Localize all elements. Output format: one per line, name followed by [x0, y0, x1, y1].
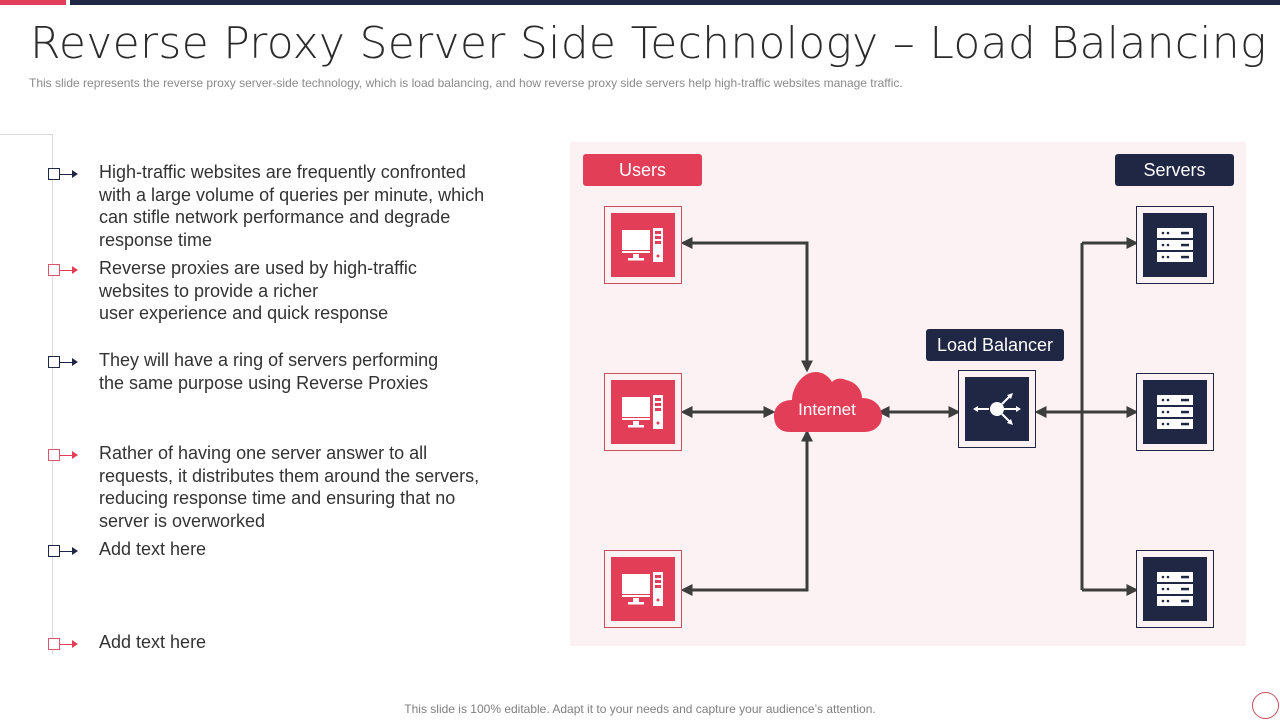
left-timeline-frame [0, 134, 53, 654]
server-rack-icon [1157, 228, 1193, 262]
internet-label: Internet [798, 400, 856, 419]
bullet-text: Reverse proxies are used by high-traffic… [99, 258, 417, 323]
server-node [1136, 373, 1214, 451]
desktop-computer-icon [622, 228, 663, 262]
bullet-text: Rather of having one server answer to al… [99, 443, 480, 531]
load-balancer-icon [973, 393, 1021, 425]
desktop-computer-icon [622, 395, 663, 429]
server-node [1136, 550, 1214, 628]
bullet-text: Add text here [99, 539, 207, 559]
box-arrow-icon [48, 545, 80, 557]
bullet-text: Add text here [99, 632, 207, 652]
cloud-icon [774, 372, 882, 432]
user-node [604, 373, 682, 451]
slide-title: Reverse Proxy Server Side Technology – L… [30, 18, 1267, 69]
box-arrow-icon [48, 264, 80, 276]
box-arrow-icon [48, 168, 80, 180]
top-header-bar [70, 0, 1280, 5]
top-accent-bar [0, 0, 66, 5]
server-rack-icon [1157, 395, 1193, 429]
user-node [604, 206, 682, 284]
footer-note: This slide is 100% editable. Adapt it to… [404, 702, 876, 716]
bullet-text: High-traffic websites are frequently con… [99, 162, 485, 250]
server-rack-icon [1157, 572, 1193, 606]
box-arrow-icon [48, 356, 80, 368]
servers-label: Servers [1115, 154, 1234, 186]
user-node [604, 550, 682, 628]
users-label: Users [583, 154, 702, 186]
slide-subtitle: This slide represents the reverse proxy … [29, 76, 903, 90]
corner-circle-decoration [1252, 692, 1279, 719]
load-balancer-label: Load Balancer [926, 329, 1064, 361]
desktop-computer-icon [622, 572, 663, 606]
box-arrow-icon [48, 638, 80, 650]
server-node [1136, 206, 1214, 284]
box-arrow-icon [48, 449, 80, 461]
load-balancer-node [958, 370, 1036, 448]
bullet-text: They will have a ring of servers perform… [99, 350, 439, 393]
